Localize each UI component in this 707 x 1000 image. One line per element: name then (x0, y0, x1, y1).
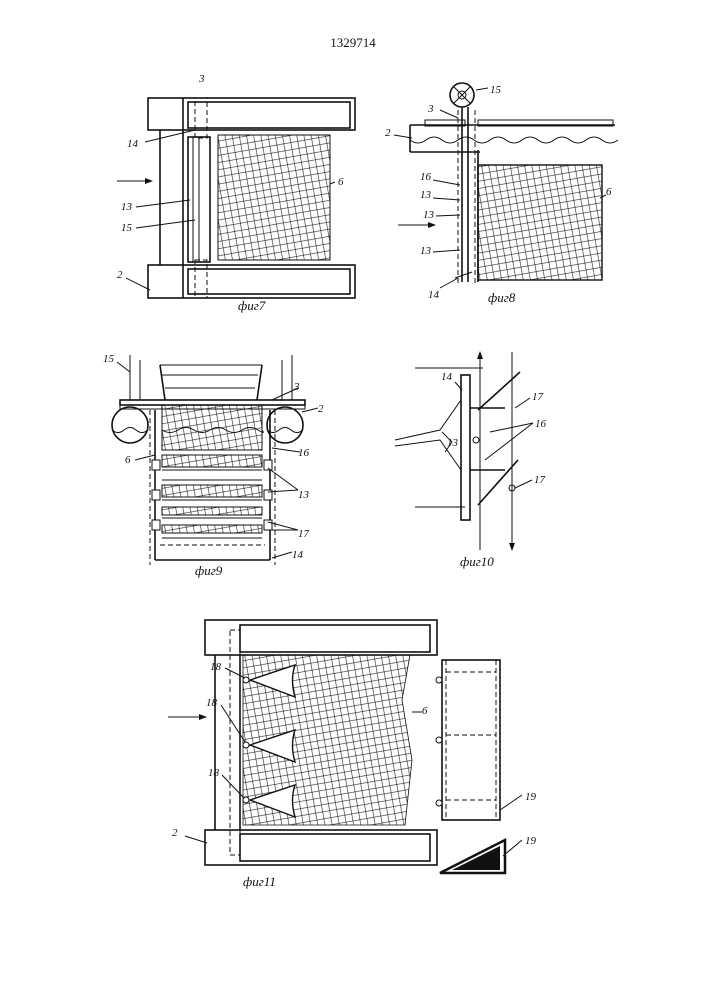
fig10-label-16: 16 (535, 418, 547, 430)
fig11-label-2: 2 (172, 827, 178, 839)
figure-8: 15 3 2 16 13 13 13 6 14 фиг8 (385, 83, 618, 305)
fig8-label-6: 6 (606, 186, 612, 198)
fig9-label-17: 17 (298, 528, 310, 540)
fig7-label-15: 15 (121, 222, 133, 234)
fig7-label-14: 14 (127, 138, 139, 150)
fig7-label-6: 6 (338, 176, 344, 188)
fig9-label-16: 16 (298, 447, 310, 459)
figure-11: 18 18 18 6 2 19 19 фиг11 (168, 620, 537, 889)
fig8-label-13b: 13 (423, 209, 435, 221)
fig11-caption: фиг11 (243, 874, 276, 889)
fig7-label-3: 3 (198, 73, 205, 85)
fig7-label-2: 2 (117, 269, 123, 281)
fig8-label-2: 2 (385, 127, 391, 139)
fig8-label-15: 15 (490, 84, 502, 96)
fig11-label-6: 6 (422, 705, 428, 717)
fig10-label-14: 14 (441, 371, 453, 383)
fig10-label-17a: 17 (532, 391, 544, 403)
fig8-label-14: 14 (428, 289, 440, 301)
fig9-label-14: 14 (292, 549, 304, 561)
fig7-label-13: 13 (121, 201, 133, 213)
fig11-label-18a: 18 (210, 661, 222, 673)
fig11-label-19b: 19 (525, 835, 537, 847)
fig11-label-18c: 18 (208, 767, 220, 779)
fig10-label-17b: 17 (534, 474, 546, 486)
fig8-caption: фиг8 (488, 290, 516, 305)
fig8-label-3: 3 (427, 103, 434, 115)
figure-9: 15 3 2 6 16 13 17 14 фиг9 (103, 353, 324, 578)
fig9-label-3: 3 (293, 381, 300, 393)
fig9-label-6: 6 (125, 454, 131, 466)
fig8-label-13c: 13 (420, 245, 432, 257)
fig10-caption: фиг10 (460, 554, 494, 569)
fig11-label-18b: 18 (206, 697, 218, 709)
fig10-label-13: 13 (447, 437, 459, 449)
figure-7: 3 14 13 15 2 6 фиг7 (117, 73, 355, 313)
fig7-caption: фиг7 (238, 298, 266, 313)
fig9-label-13: 13 (298, 489, 310, 501)
fig9-caption: фиг9 (195, 563, 223, 578)
fig9-label-15: 15 (103, 353, 115, 365)
figure-10: 14 17 16 13 17 фиг10 (395, 352, 547, 569)
fig8-label-13a: 13 (420, 189, 432, 201)
fig9-label-2: 2 (318, 403, 324, 415)
patent-number: 1329714 (330, 35, 376, 50)
fig8-label-16: 16 (420, 171, 432, 183)
fig11-label-19a: 19 (525, 791, 537, 803)
